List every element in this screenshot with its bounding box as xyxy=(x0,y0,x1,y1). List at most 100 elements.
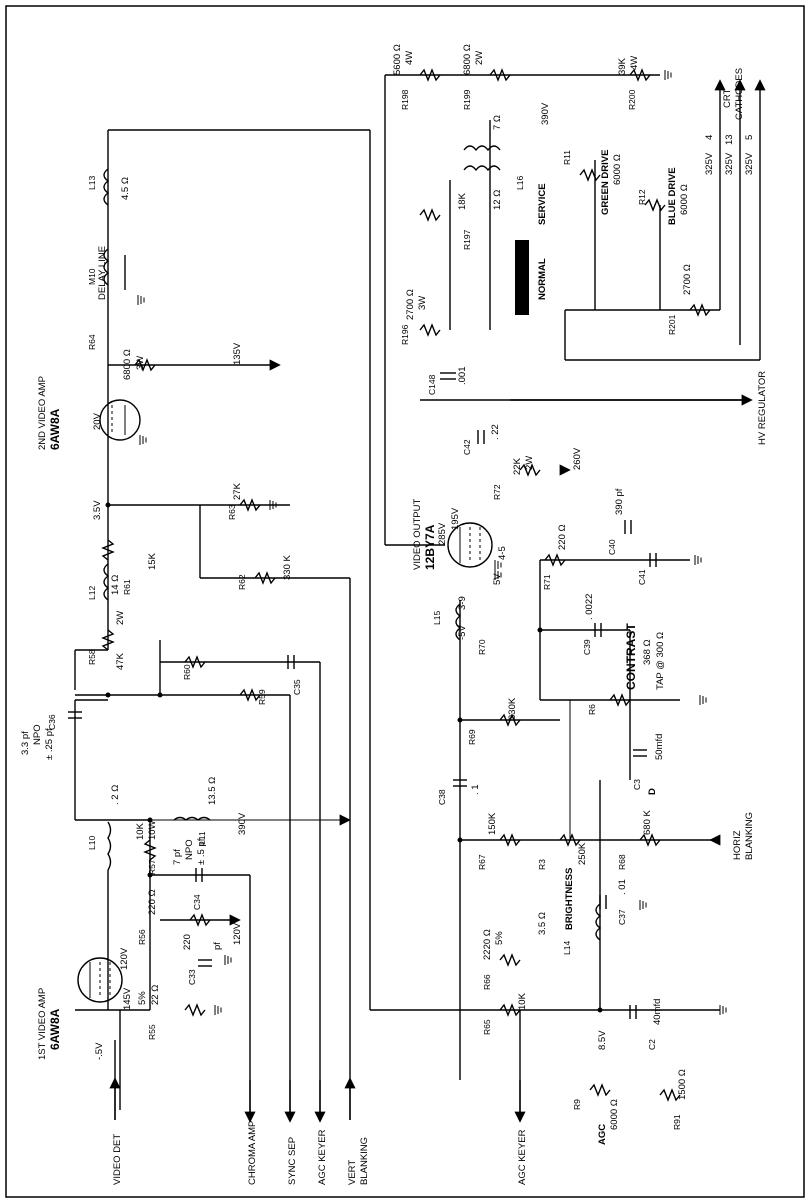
right-labels: VIDEO OUTPUT 12BY7A 285V 195V 3-9 -5V 5V… xyxy=(392,44,768,1185)
r3-name: BRIGHTNESS xyxy=(564,868,575,930)
r12-ref: R12 xyxy=(637,189,647,205)
r91-val: 1500 Ω xyxy=(677,1069,688,1100)
c39-ref: C39 xyxy=(582,639,592,655)
r200-val: 39K xyxy=(617,57,628,75)
c39-val: . 0022 xyxy=(584,594,595,620)
c40-ref: C40 xyxy=(607,539,617,555)
c36-tol: ± .25 pf xyxy=(44,728,55,760)
r55-val: 22 Ω xyxy=(150,985,161,1005)
tube-v4b xyxy=(99,399,141,441)
switch-normal: NORMAL xyxy=(537,258,548,300)
r67-ref: R67 xyxy=(477,854,487,870)
r11-ref: R11 xyxy=(562,150,572,165)
coil-l12 xyxy=(103,563,110,601)
c37-ref: C37 xyxy=(617,909,627,925)
l14-val: 3.5 Ω xyxy=(537,912,548,935)
c36-npo: NPO xyxy=(32,724,43,745)
r67-val: 150K xyxy=(487,812,498,835)
r71-val: 220 Ω xyxy=(557,524,568,550)
capacitor-c33 xyxy=(198,959,212,967)
r57-ref: R57 xyxy=(147,859,157,875)
r69-ref: R69 xyxy=(467,729,477,745)
c37-val: . 01 xyxy=(617,879,628,895)
c33-unit: pf xyxy=(212,942,223,950)
r198-ref: R198 xyxy=(400,89,410,110)
resistor-r68 xyxy=(639,833,661,847)
l13-val: 4.5 Ω xyxy=(120,177,131,200)
c34-val: 7 pf xyxy=(172,849,183,865)
resistor-r55 xyxy=(184,1003,206,1017)
c34-tol: ± .5 pf xyxy=(196,838,207,865)
sig-horiz: HORIZ xyxy=(732,830,743,860)
c41-ref: C41 xyxy=(637,569,647,585)
sig-chroma-amp: CHROMA AMP xyxy=(247,1121,258,1185)
c33-val: 220 xyxy=(182,934,193,950)
v5-v285: 285V xyxy=(437,522,448,545)
sig-agc-keyer: AGC KEYER xyxy=(317,1129,328,1185)
r63-val: 27K xyxy=(232,482,243,500)
tube1-vneg: -.5V xyxy=(94,1042,105,1060)
r6-name: CONTRAST xyxy=(624,623,638,690)
r201-ref: R201 xyxy=(667,314,677,335)
r66-tol: 5% xyxy=(494,931,505,945)
r6-val: 368 Ω xyxy=(642,639,653,665)
capacitor-c2 xyxy=(629,1005,637,1019)
v85: 8.5V xyxy=(597,1030,608,1050)
resistor-r198 xyxy=(419,68,441,82)
resistor-r72 xyxy=(519,463,541,477)
r12-name: BLUE DRIVE xyxy=(667,167,678,225)
r65-ref: R65 xyxy=(482,1019,492,1035)
r72-ref: R72 xyxy=(492,484,502,500)
v260: 260V xyxy=(572,447,583,470)
r64-val: 6800 Ω xyxy=(122,349,133,380)
r12-val: 6000 Ω xyxy=(679,184,690,215)
v325a: 325V xyxy=(704,152,715,175)
r6-tap: TAP @ 300 Ω xyxy=(655,632,666,690)
r196-val: 2700 Ω xyxy=(405,289,416,320)
resistor-r71 xyxy=(544,553,566,567)
c42-val: . 22 xyxy=(490,424,501,440)
r70-ref: R70 xyxy=(477,639,487,655)
sig-vert: VERT xyxy=(347,1160,358,1185)
l16-val2: 12 Ω xyxy=(492,190,503,210)
r69-val: 330K xyxy=(507,697,518,720)
tube-v5 xyxy=(447,522,493,568)
r200-w: 4W xyxy=(629,56,640,70)
n5: 5 xyxy=(744,135,755,140)
n13: 13 xyxy=(724,134,735,145)
pot-r3 xyxy=(559,833,581,847)
pot-r9 xyxy=(589,1083,611,1097)
right-wiring xyxy=(370,74,761,1120)
coil-l16 xyxy=(463,145,501,152)
c35-ref: C35 xyxy=(292,679,302,695)
resistor-r67 xyxy=(499,833,521,847)
capacitor-c41 xyxy=(649,553,657,567)
c3-ref: C3 xyxy=(632,779,642,790)
r56-val: 220 Ω xyxy=(147,889,158,915)
right-components xyxy=(419,68,766,1123)
resistor-r58 xyxy=(101,629,115,651)
r71-ref: R71 xyxy=(542,574,552,590)
switch-service: SERVICE xyxy=(537,183,548,225)
sig-video-det: VIDEO DET xyxy=(112,1134,123,1185)
pot-r12 xyxy=(644,198,666,212)
r55-tol: 5% xyxy=(137,991,148,1005)
r3-ref: R3 xyxy=(537,859,547,870)
c42-ref: C42 xyxy=(462,439,472,455)
v5-v5: 5V xyxy=(492,573,503,585)
c38-val: . 1 xyxy=(470,784,481,795)
r61-val: 15K xyxy=(147,552,158,570)
capacitor-c42 xyxy=(477,430,485,444)
capacitor-c40 xyxy=(624,520,632,534)
r64-w: 3W xyxy=(135,356,146,370)
capacitor-c3 xyxy=(633,749,647,757)
v135: 135V xyxy=(232,342,243,365)
m10-ref: M10 xyxy=(87,268,97,285)
service-switch[interactable] xyxy=(515,240,529,315)
capacitor-c34 xyxy=(195,868,203,882)
l11-val: 13.5 Ω xyxy=(207,777,218,805)
r58-ref: R58 xyxy=(87,649,97,665)
tube1-title: 1ST VIDEO AMP xyxy=(37,988,48,1060)
sig-crt: CRT xyxy=(722,88,733,108)
